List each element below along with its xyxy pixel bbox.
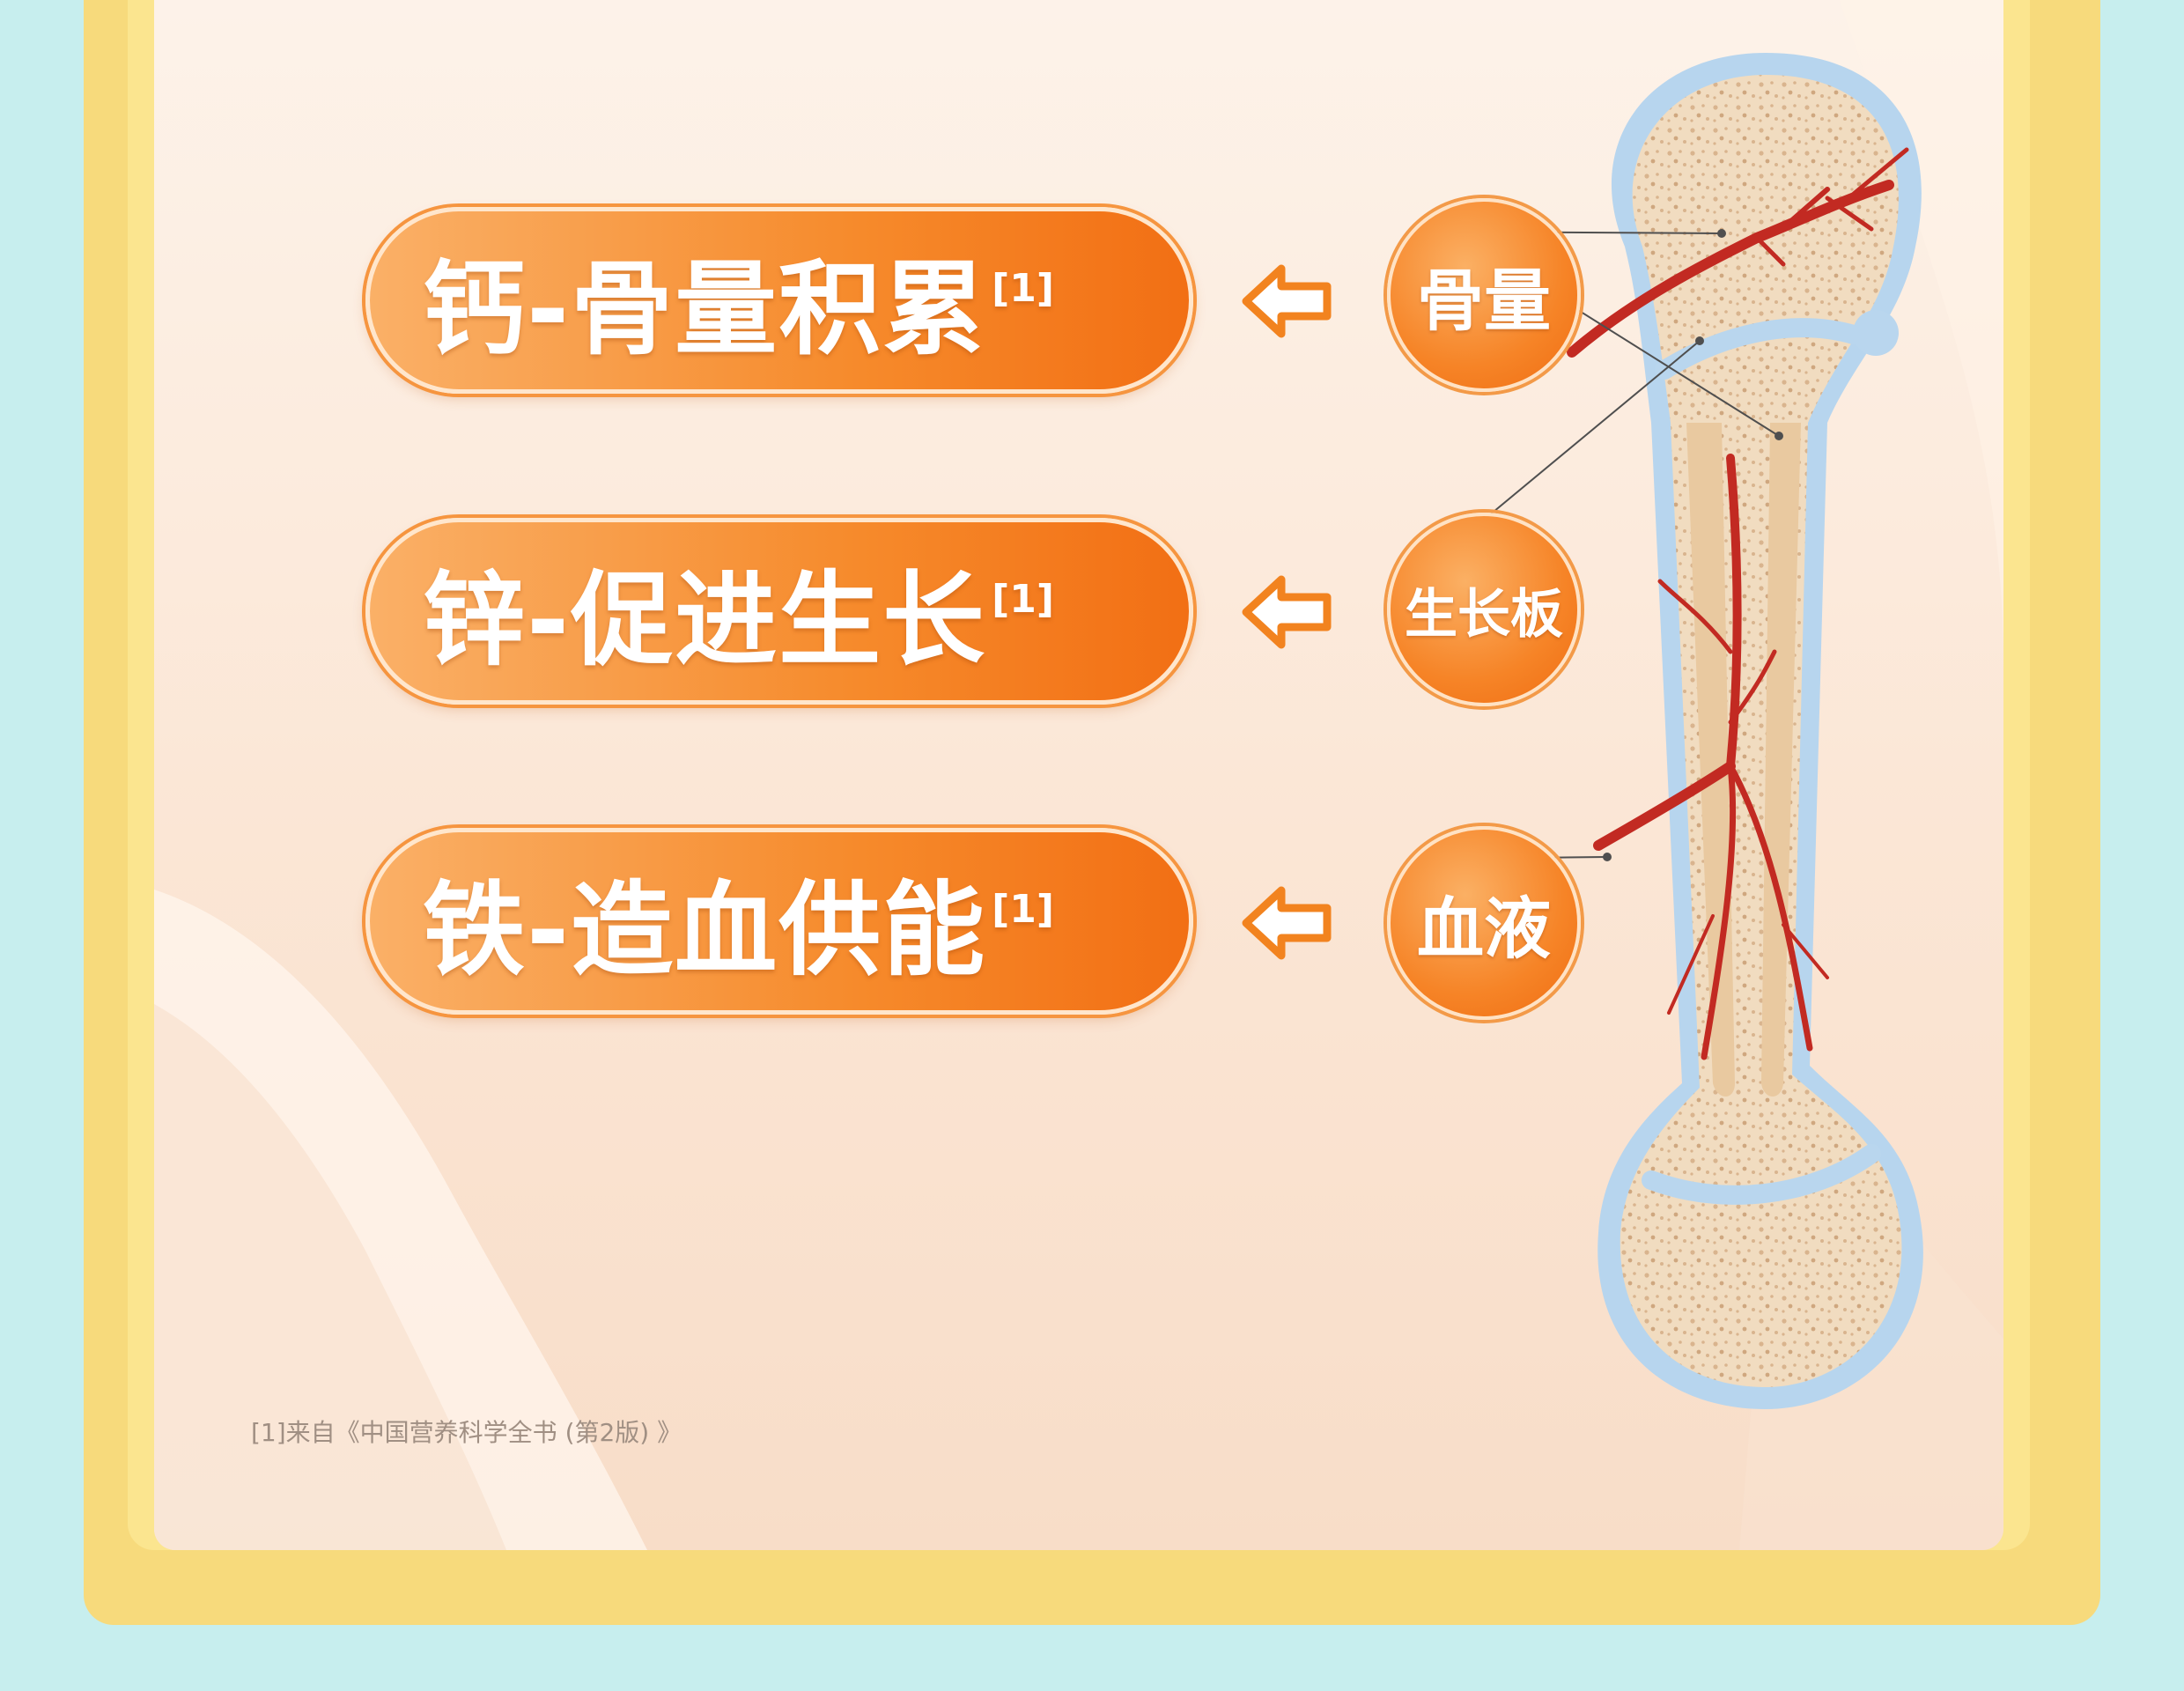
silk-wave-decoration [154, 0, 2003, 1550]
nutrient-calcium-ref: [1] [992, 265, 1054, 311]
nutrient-zinc-ref: [1] [992, 576, 1054, 622]
nutrient-iron-label: 铁-造血供能 [423, 871, 987, 990]
badge-bone-mass-label: 骨量 [1417, 262, 1551, 340]
nutrient-zinc-label: 锌-促进生长 [423, 561, 987, 680]
badge-blood-label: 血液 [1417, 890, 1551, 968]
badge-growth-plate: 生长板 [1387, 513, 1581, 706]
nutrient-calcium-label: 钙-骨量积累 [423, 250, 987, 369]
nutrient-iron-ref: [1] [992, 886, 1054, 932]
nutrient-iron-pill: 铁-造血供能[1] [365, 828, 1193, 1015]
footnote-reference: [1]来自《中国营养科学全书 (第2版) 》 [251, 1418, 682, 1447]
arrow-left-icon [1242, 886, 1332, 960]
nutrient-calcium-pill: 钙-骨量积累[1] [365, 207, 1193, 394]
nutrient-zinc-pill: 锌-促进生长[1] [365, 518, 1193, 705]
badge-blood: 血液 [1387, 826, 1581, 1020]
badge-growth-plate-label: 生长板 [1405, 583, 1563, 646]
content-card: 钙-骨量积累[1] 锌-促进生长[1] 铁-造血供能[1] 骨量 生长板 血液 [154, 0, 2003, 1550]
arrow-left-icon [1242, 264, 1332, 338]
arrow-left-icon [1242, 575, 1332, 649]
bone-cross-section-illustration [1452, 53, 1923, 1409]
badge-bone-mass: 骨量 [1387, 198, 1581, 392]
